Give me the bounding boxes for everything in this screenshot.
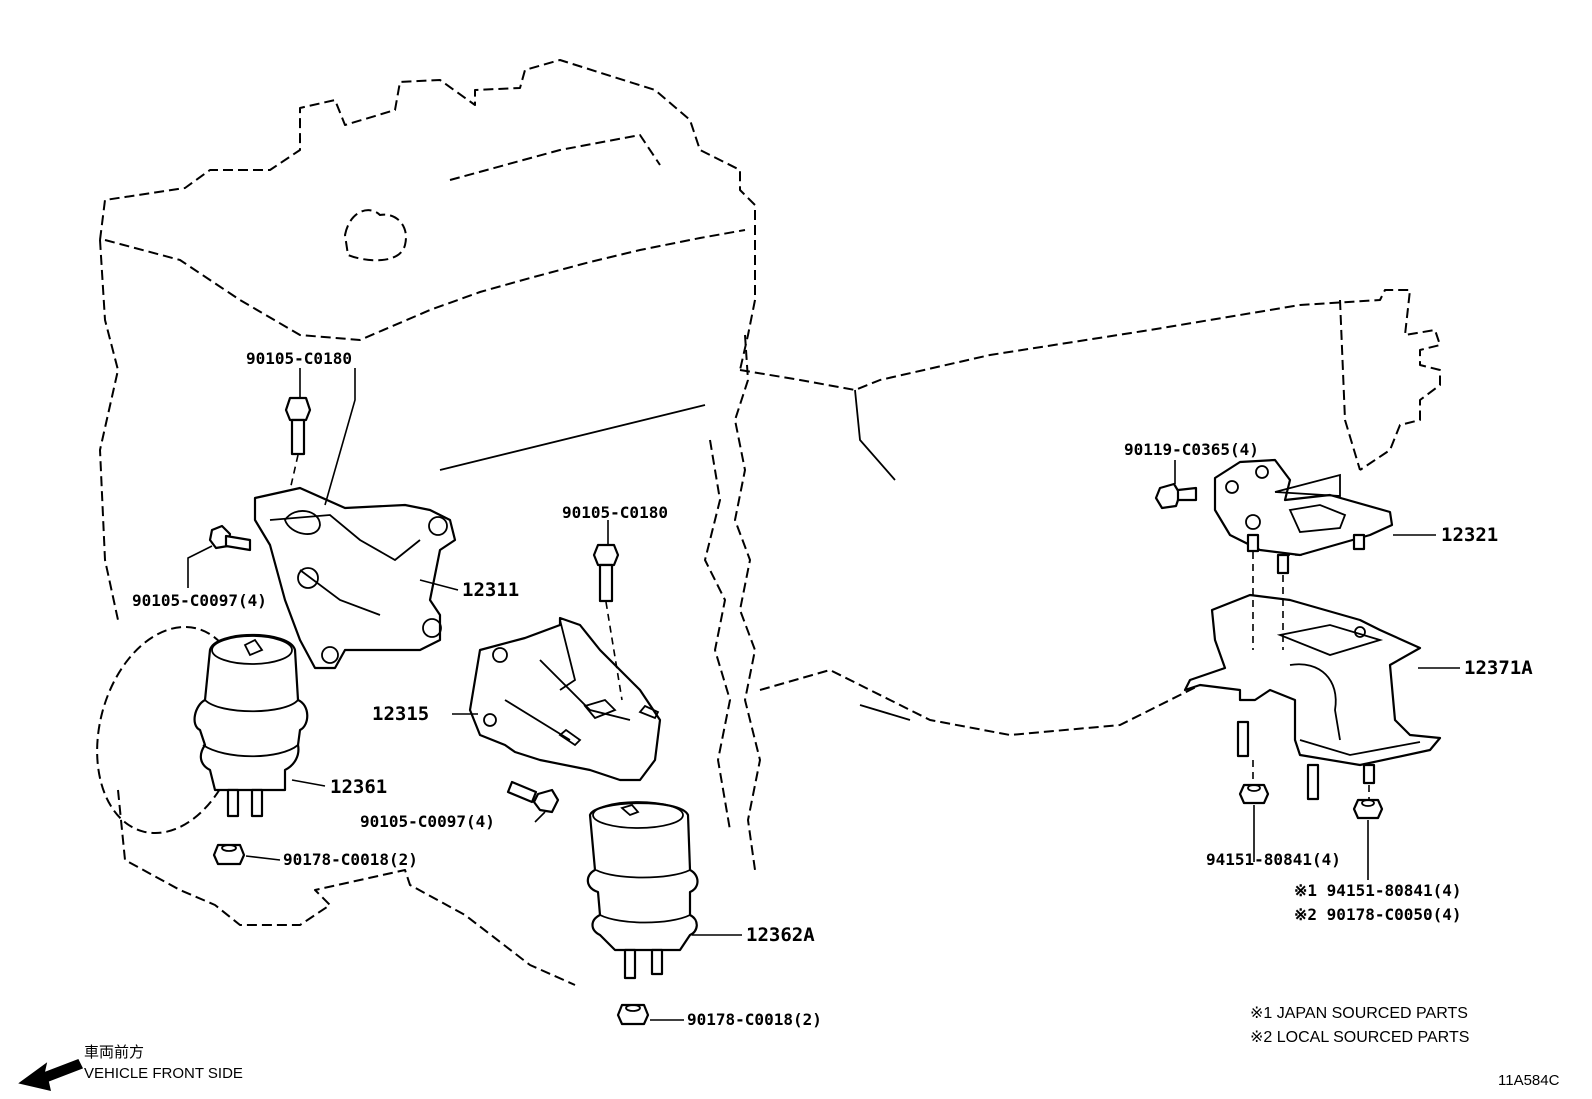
center-fasteners	[506, 543, 650, 1026]
label-bolt-90105-C0180-left: 90105-C0180	[246, 349, 352, 368]
note-japan-sourced: ※1 JAPAN SOURCED PARTS	[1250, 1005, 1468, 1022]
label-bracket-12315: 12315	[372, 703, 430, 725]
label-bolt-90119-C0365-right: 90119-C0365(4)	[1124, 440, 1259, 459]
label-insulator-12371A: 12371A	[1464, 657, 1533, 679]
label-nut-90178-C0018-center: 90178-C0018(2)	[687, 1010, 822, 1029]
label-insulator-12362A: 12362A	[746, 924, 815, 946]
direction-japanese: 車両前方	[84, 1044, 145, 1061]
label-nut-94151-80841-right: 94151-80841(4)	[1206, 850, 1341, 869]
label-bolt-90105-C0180-center: 90105-C0180	[562, 503, 668, 522]
note-local-sourced: ※2 LOCAL SOURCED PARTS	[1250, 1029, 1470, 1046]
nut-90178-C0018-left	[212, 843, 246, 866]
bolt-90105-C0180-left	[284, 396, 312, 491]
label-nut-alt-local: ※2 90178-C0050(4)	[1294, 905, 1462, 924]
nut-94151-80841-right-a	[1238, 783, 1270, 805]
bolt-90105-C0180-center	[592, 543, 623, 701]
bracket-12321	[1213, 458, 1394, 575]
bracket-12315	[468, 616, 662, 782]
bracket-12311	[253, 486, 457, 670]
nut-94151-80841-right-b	[1352, 798, 1384, 820]
bolt-90119-C0365-right	[1154, 482, 1198, 510]
label-bolt-90105-C0097-center: 90105-C0097(4)	[360, 812, 495, 831]
direction-english: VEHICLE FRONT SIDE	[84, 1065, 243, 1082]
label-bracket-12321: 12321	[1441, 524, 1499, 546]
label-bracket-12311: 12311	[462, 579, 520, 601]
bolt-90105-C0097-left	[208, 524, 252, 552]
left-fasteners	[208, 396, 312, 866]
right-fasteners	[1154, 482, 1384, 820]
label-nut-alt-japan: ※1 94151-80841(4)	[1294, 881, 1462, 900]
label-insulator-12361: 12361	[330, 776, 388, 798]
bolt-90105-C0097-center	[506, 780, 560, 814]
label-bolt-90105-C0097-left: 90105-C0097(4)	[132, 591, 267, 610]
nut-90178-C0018-center	[616, 1003, 650, 1026]
vehicle-front-arrow	[18, 1059, 84, 1092]
label-nut-90178-C0018-left: 90178-C0018(2)	[283, 850, 418, 869]
figure-code: 11A584C	[1498, 1072, 1560, 1089]
leader-lines	[187, 368, 1460, 1021]
insulator-12361	[193, 634, 309, 818]
insulator-12371A	[1183, 552, 1442, 801]
insulator-12362A	[586, 801, 699, 980]
